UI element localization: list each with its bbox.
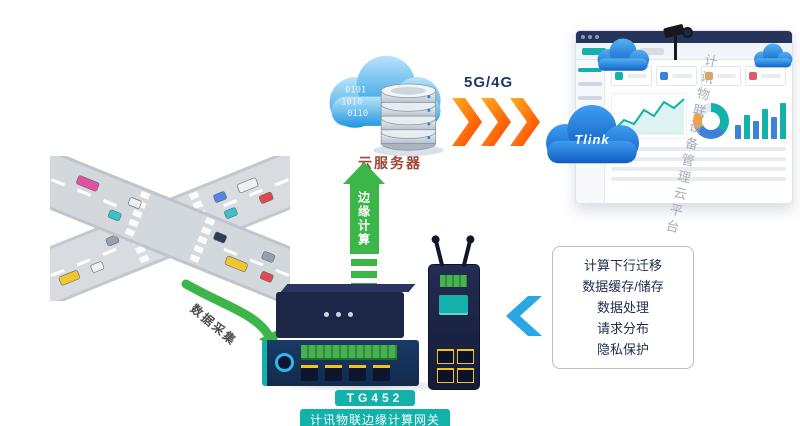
feature-item: 数据缓存/储存 xyxy=(582,279,664,294)
features-panel: 计算下行迁移 数据缓存/储存 数据处理 请求分布 隐私保护 xyxy=(552,246,694,369)
nav-chip xyxy=(582,47,606,55)
ethernet-port xyxy=(325,365,342,381)
traffic-intersection-graphic xyxy=(50,156,290,301)
stat-card xyxy=(655,66,697,86)
sidebar-line xyxy=(578,82,602,86)
cloud-server-graphic: 0101 1010 0110 xyxy=(329,55,444,157)
svg-text:0110: 0110 xyxy=(347,109,368,119)
terminal-block xyxy=(440,275,467,287)
ethernet-port xyxy=(349,365,366,381)
gateway-model-badge: TG452 xyxy=(334,390,416,406)
sidebar-line xyxy=(578,96,602,100)
cctv-camera-icon xyxy=(662,20,696,62)
svg-text:1010: 1010 xyxy=(341,97,362,107)
gateway-name-badge: 计讯物联边缘计算网关 xyxy=(299,409,450,426)
ethernet-port xyxy=(437,368,454,383)
network-arrows-icon xyxy=(452,98,540,146)
platform-logo: Tlink xyxy=(574,131,610,147)
network-label-5g4g: 5G/4G xyxy=(464,74,514,91)
dashboard-table xyxy=(611,147,786,181)
gateway-device-box xyxy=(276,292,404,338)
ethernet-port xyxy=(301,365,318,381)
stat-card xyxy=(700,66,742,86)
cloud-icon: Tlink xyxy=(536,96,648,175)
feature-item: 计算下行迁移 xyxy=(583,258,662,273)
edge-computing-label: 边缘计算 xyxy=(349,184,379,254)
terminal-block xyxy=(301,345,397,360)
feature-item: 隐私保护 xyxy=(596,342,649,357)
arrow-left-icon xyxy=(506,296,542,336)
ethernet-port xyxy=(457,349,474,364)
cloud-icon xyxy=(592,34,654,79)
feature-item: 数据处理 xyxy=(596,300,649,315)
gateway-device-rack xyxy=(262,340,419,386)
data-collection-arrow xyxy=(181,279,279,355)
binary-code-text: 0101 1010 0110 xyxy=(341,86,368,119)
gateway-labels: TG452 计讯物联边缘计算网关 xyxy=(280,389,470,426)
antenna-icon xyxy=(433,238,445,268)
ethernet-port xyxy=(437,349,454,364)
ethernet-port xyxy=(373,365,390,381)
device-connector-icon xyxy=(275,353,294,372)
ethernet-ports xyxy=(437,349,474,383)
gateway-device-group xyxy=(262,238,480,392)
device-label-sticker xyxy=(439,295,468,315)
bar-chart xyxy=(735,99,786,139)
table-row xyxy=(611,167,786,171)
table-row xyxy=(611,147,786,151)
antenna-icon xyxy=(461,238,473,268)
sidebar-line xyxy=(578,68,602,72)
table-row xyxy=(611,157,786,161)
cloud-icon xyxy=(750,40,796,75)
feature-item: 请求分布 xyxy=(596,321,649,336)
ethernet-port xyxy=(457,368,474,383)
nav-chip xyxy=(640,47,664,55)
arrow-stripe xyxy=(351,259,377,266)
donut-chart xyxy=(693,103,729,139)
arrow-stripe xyxy=(351,271,377,278)
gateway-device-router xyxy=(428,238,480,390)
table-row xyxy=(611,177,786,181)
arrow-up-icon xyxy=(343,162,385,184)
svg-text:0101: 0101 xyxy=(345,86,366,96)
server-stack-icon xyxy=(380,83,437,151)
device-port-dots xyxy=(324,312,329,317)
ethernet-ports xyxy=(301,365,390,381)
